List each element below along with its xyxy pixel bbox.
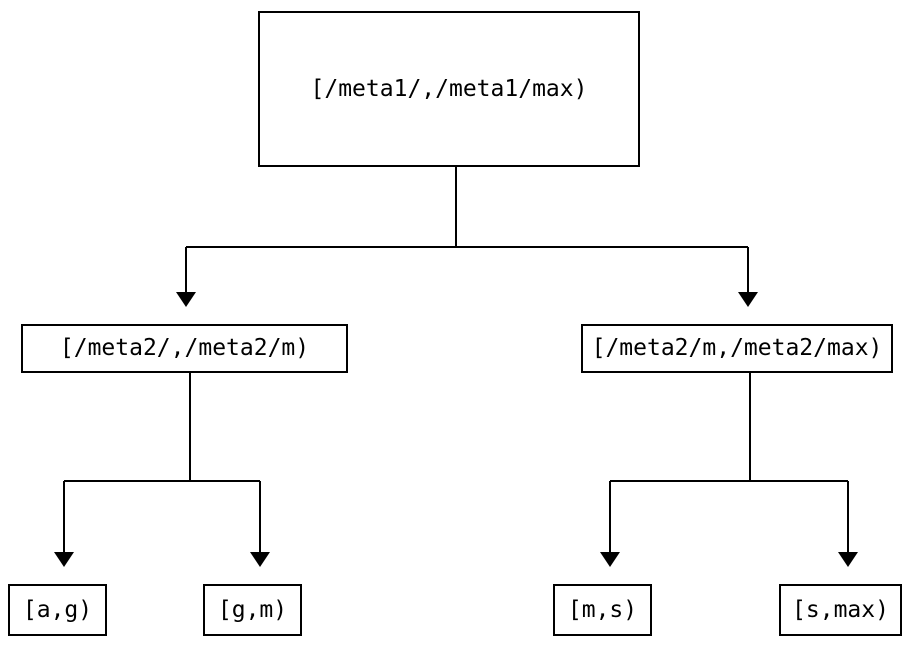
node-leaf-g-m[interactable]: [g,m) (203, 584, 302, 636)
node-leaf-a-g[interactable]: [a,g) (8, 584, 107, 636)
node-leaf-s-max[interactable]: [s,max) (779, 584, 902, 636)
node-level2-right-label: [/meta2/m,/meta2/max) (591, 335, 883, 361)
arrow-head-root-to-level2-left (176, 292, 196, 307)
node-level2-right[interactable]: [/meta2/m,/meta2/max) (581, 324, 893, 373)
node-root[interactable]: [/meta1/,/meta1/max) (258, 11, 640, 167)
node-leaf-a-g-label: [a,g) (22, 596, 93, 623)
node-level2-left-label: [/meta2/,/meta2/m) (59, 335, 310, 361)
node-leaf-s-max-label: [s,max) (792, 596, 889, 623)
node-leaf-m-s[interactable]: [m,s) (553, 584, 652, 636)
node-leaf-g-m-label: [g,m) (217, 596, 288, 623)
node-level2-left[interactable]: [/meta2/,/meta2/m) (21, 324, 348, 373)
arrow-head-to-leaf-m-s (600, 552, 620, 567)
arrow-head-to-leaf-a-g (54, 552, 74, 567)
arrow-head-to-leaf-s-max (838, 552, 858, 567)
node-leaf-m-s-label: [m,s) (567, 596, 638, 623)
node-root-label: [/meta1/,/meta1/max) (310, 75, 588, 102)
arrow-head-root-to-level2-right (738, 292, 758, 307)
arrow-head-to-leaf-g-m (250, 552, 270, 567)
